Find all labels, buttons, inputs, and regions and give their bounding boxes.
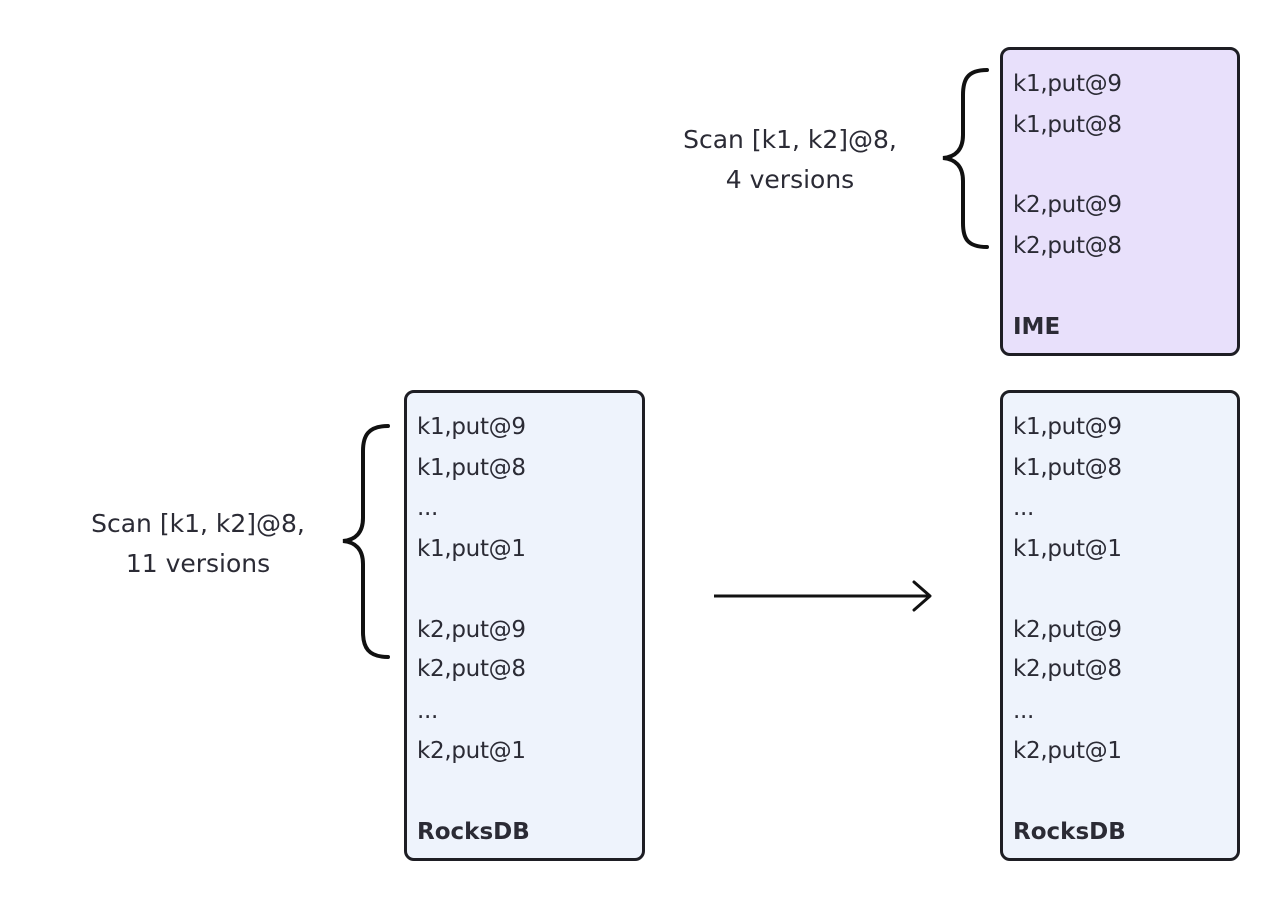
rocksdb-row: k2,put@8 bbox=[417, 656, 526, 682]
ime-label: IME bbox=[1013, 314, 1061, 340]
rocksdb-row: k1,put@8 bbox=[417, 455, 526, 481]
ime-brace bbox=[942, 68, 989, 249]
rocksdb-right-label: RocksDB bbox=[1013, 819, 1126, 845]
rocksdb-caption-line2: 11 versions bbox=[125, 549, 271, 578]
rocksdb-right-box: k1,put@9 k1,put@8 ... k1,put@1 k2,put@9 … bbox=[1000, 390, 1240, 861]
ime-row: k2,put@9 bbox=[1013, 192, 1122, 218]
ime-row: k1,put@9 bbox=[1013, 71, 1122, 97]
rocksdb-scan-caption: Scan [k1, k2]@8, 11 versions bbox=[68, 504, 328, 584]
rocksdb-caption-line1: Scan [k1, k2]@8, bbox=[91, 509, 305, 538]
rocksdb-row: ... bbox=[1013, 495, 1035, 521]
ime-row: k1,put@8 bbox=[1013, 112, 1122, 138]
rocksdb-brace bbox=[342, 424, 390, 659]
rocksdb-row: k1,put@9 bbox=[1013, 414, 1122, 440]
ime-row: k2,put@8 bbox=[1013, 233, 1122, 259]
rocksdb-row: k2,put@9 bbox=[417, 617, 526, 643]
rocksdb-row: k1,put@1 bbox=[1013, 536, 1122, 562]
rocksdb-left-label: RocksDB bbox=[417, 819, 530, 845]
ime-box: k1,put@9 k1,put@8 k2,put@9 k2,put@8 IME bbox=[1000, 47, 1240, 356]
rocksdb-row: k2,put@8 bbox=[1013, 656, 1122, 682]
rocksdb-row: ... bbox=[417, 495, 439, 521]
ime-caption-line2: 4 versions bbox=[725, 165, 855, 194]
ime-scan-caption: Scan [k1, k2]@8, 4 versions bbox=[660, 120, 920, 200]
rocksdb-left-box: k1,put@9 k1,put@8 ... k1,put@1 k2,put@9 … bbox=[404, 390, 645, 861]
arrow-head-icon bbox=[912, 580, 932, 612]
rocksdb-row: k2,put@9 bbox=[1013, 617, 1122, 643]
rocksdb-row: k1,put@1 bbox=[417, 536, 526, 562]
rocksdb-row: k2,put@1 bbox=[1013, 738, 1122, 764]
rocksdb-row: k2,put@1 bbox=[417, 738, 526, 764]
rocksdb-row: ... bbox=[417, 698, 439, 724]
rocksdb-row: k1,put@9 bbox=[417, 414, 526, 440]
rocksdb-row: k1,put@8 bbox=[1013, 455, 1122, 481]
ime-caption-line1: Scan [k1, k2]@8, bbox=[683, 125, 897, 154]
rocksdb-row: ... bbox=[1013, 698, 1035, 724]
